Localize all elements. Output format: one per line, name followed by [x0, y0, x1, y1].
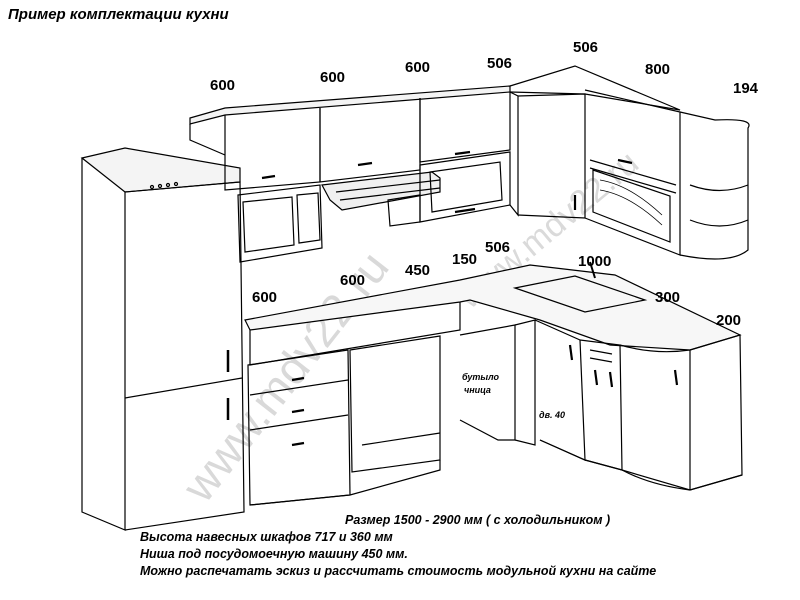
label-bottle-2: чница — [464, 385, 491, 395]
notes-block: Размер 1500 - 2900 мм ( с холодильником … — [140, 512, 795, 580]
note-size: Размер 1500 - 2900 мм ( с холодильником … — [345, 513, 611, 527]
dim-lower-2: 600 — [340, 272, 365, 289]
label-bottle-1: бутыло — [462, 372, 500, 382]
dim-upper-2: 600 — [320, 69, 345, 86]
dim-upper-7: 194 — [733, 80, 759, 97]
page-title: Пример комплектации кухни — [8, 6, 229, 23]
note-height: Высота навесных шкафов 717 и 360 мм — [140, 530, 393, 544]
dim-upper-3: 600 — [405, 59, 430, 76]
drawing-lines — [80, 65, 750, 531]
note-print: Можно распечатать эскиз и рассчитать сто… — [140, 564, 657, 578]
dim-lower-5: 506 — [485, 239, 510, 256]
dim-upper-4: 506 — [487, 55, 512, 72]
dim-lower-4: 150 — [452, 251, 477, 268]
dim-lower-6: 1000 — [578, 253, 611, 270]
dim-lower-8: 200 — [716, 312, 741, 329]
label-door: дв. 40 — [539, 410, 565, 420]
dim-lower-7: 300 — [655, 289, 680, 306]
dim-lower-1: 600 — [252, 289, 277, 306]
note-niche: Ниша под посудомоечную машину 450 мм. — [140, 547, 408, 561]
dim-upper-6: 800 — [645, 61, 670, 78]
dim-upper-1: 600 — [210, 77, 235, 94]
dim-lower-3: 450 — [405, 262, 430, 279]
dim-upper-5: 506 — [573, 39, 598, 56]
